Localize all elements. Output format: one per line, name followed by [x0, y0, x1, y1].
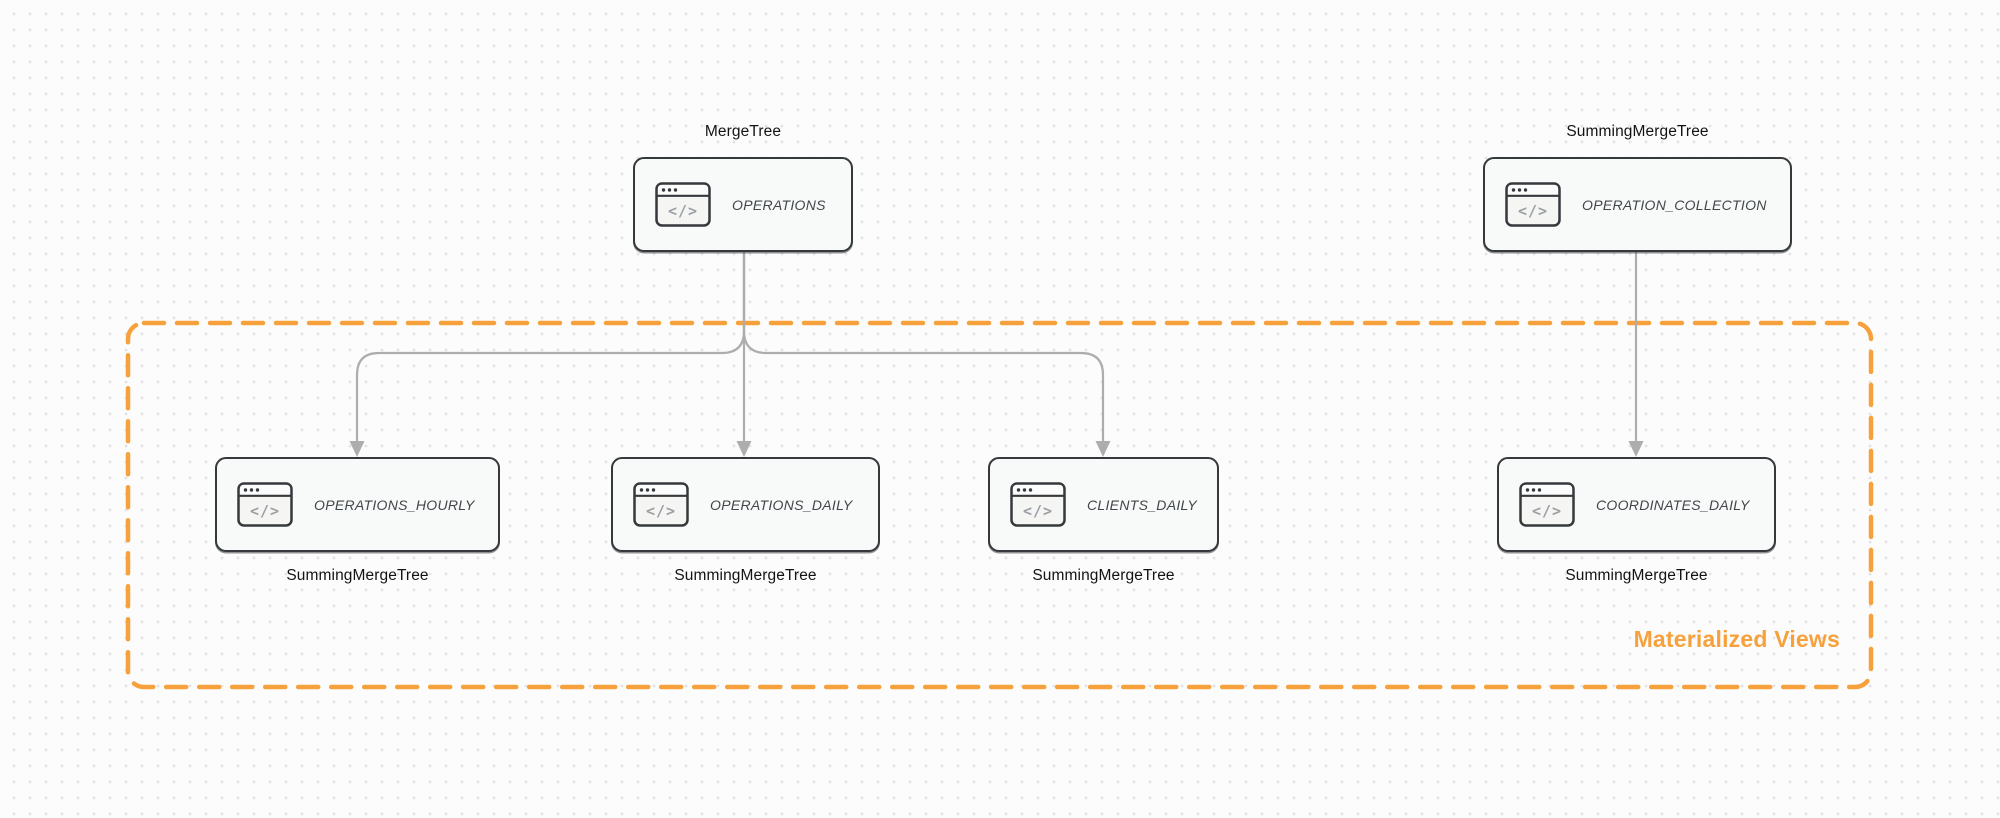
node-title: OPERATIONS_HOURLY: [314, 496, 475, 513]
svg-text:</>: </>: [250, 502, 280, 520]
svg-text:</>: </>: [646, 502, 676, 520]
node-operation-collection: SummingMergeTree </> OPERATION_COLLECTIO…: [1483, 121, 1792, 252]
arrowhead-icon: [1628, 441, 1644, 457]
code-window-icon: </>: [633, 482, 689, 527]
node-coordinates-daily: </> COORDINATES_DAILY SummingMergeTree: [1497, 457, 1776, 587]
engine-label: SummingMergeTree: [1566, 123, 1709, 140]
code-window-icon: </>: [1519, 482, 1575, 527]
node-operations-daily: </> OPERATIONS_DAILY SummingMergeTree: [611, 457, 880, 587]
engine-label: SummingMergeTree: [674, 567, 817, 584]
node-title: CLIENTS_DAILY: [1087, 496, 1197, 513]
node-box-coordinates-daily[interactable]: </> COORDINATES_DAILY: [1497, 457, 1776, 552]
node-box-operations[interactable]: </> OPERATIONS: [633, 157, 853, 252]
svg-text:</>: </>: [668, 202, 698, 220]
engine-label: MergeTree: [704, 123, 782, 140]
engine-label: SummingMergeTree: [286, 567, 429, 584]
node-clients-daily: </> CLIENTS_DAILY SummingMergeTree: [988, 457, 1219, 587]
node-title: OPERATIONS: [732, 196, 826, 213]
edge-operations-to-operations-hourly: [355, 251, 746, 445]
arrowhead-icon: [349, 441, 365, 457]
edge-operations-to-clients-daily: [742, 251, 1105, 445]
code-window-icon: </>: [1505, 182, 1561, 227]
svg-text:</>: </>: [1532, 502, 1562, 520]
node-title: OPERATION_COLLECTION: [1582, 196, 1767, 213]
code-window-icon: </>: [1010, 482, 1066, 527]
node-title: OPERATIONS_DAILY: [710, 496, 853, 513]
node-operations-hourly: </> OPERATIONS_HOURLY SummingMergeTree: [215, 457, 500, 587]
arrowhead-icon: [1095, 441, 1111, 457]
svg-text:</>: </>: [1023, 502, 1053, 520]
code-window-icon: </>: [237, 482, 293, 527]
node-box-operation-collection[interactable]: </> OPERATION_COLLECTION: [1483, 157, 1792, 252]
node-box-clients-daily[interactable]: </> CLIENTS_DAILY: [988, 457, 1219, 552]
node-box-operations-hourly[interactable]: </> OPERATIONS_HOURLY: [215, 457, 500, 552]
node-box-operations-daily[interactable]: </> OPERATIONS_DAILY: [611, 457, 880, 552]
node-operations: MergeTree </> OPERATIONS: [633, 121, 853, 252]
engine-label: SummingMergeTree: [1032, 567, 1175, 584]
svg-text:</>: </>: [1518, 202, 1548, 220]
materialized-views-label: Materialized Views: [1633, 626, 1840, 652]
node-title: COORDINATES_DAILY: [1596, 496, 1750, 513]
arrowhead-icon: [736, 441, 752, 457]
engine-label: SummingMergeTree: [1565, 567, 1708, 584]
code-window-icon: </>: [655, 182, 711, 227]
